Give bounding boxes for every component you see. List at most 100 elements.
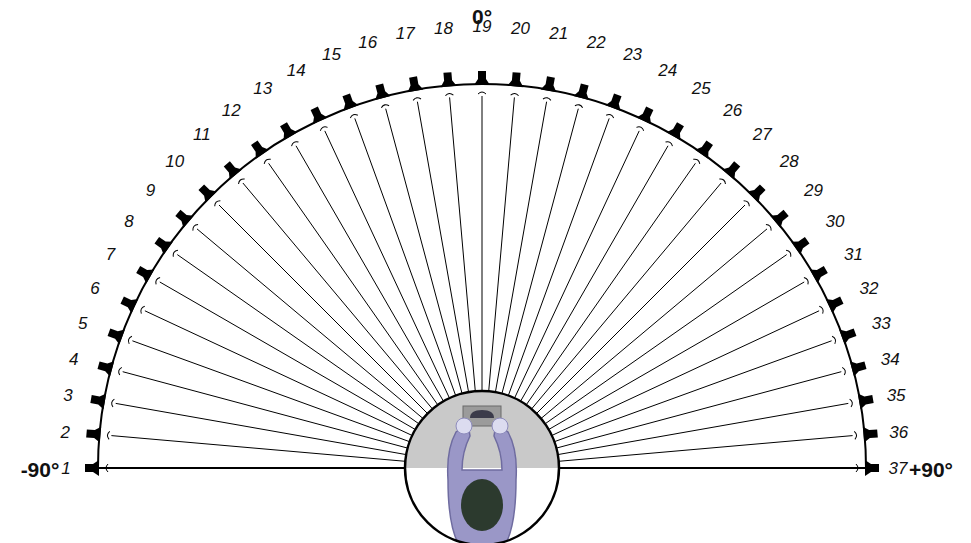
receiver-mark <box>719 177 726 184</box>
ray-line <box>521 146 669 401</box>
ray-line <box>549 282 805 430</box>
loudspeaker-symbol <box>248 138 274 166</box>
ray-line <box>111 436 405 462</box>
speaker-number: 14 <box>287 61 306 78</box>
loudspeaker-symbol <box>134 263 162 288</box>
loudspeaker-symbol <box>173 207 201 234</box>
receiver-mark <box>850 399 853 407</box>
speaker-number: 20 <box>511 19 530 36</box>
listener-area <box>405 391 559 543</box>
ray-line <box>515 131 640 398</box>
loudspeaker-symbol <box>439 72 457 96</box>
ray-line <box>116 403 407 454</box>
speaker-number: 24 <box>658 61 677 78</box>
loudspeaker-symbol <box>602 92 625 119</box>
ray-line <box>160 282 415 430</box>
receiver-mark <box>854 431 857 439</box>
receiver-mark <box>666 140 674 146</box>
loudspeaker-symbol <box>763 207 791 234</box>
ray-line <box>552 311 819 436</box>
speaker-number: 2 <box>61 423 70 440</box>
ray-lines <box>110 96 854 468</box>
loudspeaker-symbol <box>802 263 830 288</box>
ray-line <box>559 436 853 462</box>
loudspeaker-symbol <box>831 325 858 348</box>
ray-line <box>450 97 476 391</box>
speaker-number: 12 <box>222 101 241 118</box>
speaker-number: 32 <box>860 279 879 296</box>
speaker-number: 29 <box>804 181 823 198</box>
receiver-mark <box>511 93 519 96</box>
speaker-number: 16 <box>358 33 377 50</box>
loudspeaker-symbol <box>372 82 393 108</box>
loudspeaker-symbol <box>784 234 812 260</box>
speaker-number: 25 <box>692 80 711 97</box>
loudspeaker-symbol <box>90 391 115 411</box>
loudspeaker-symbol <box>96 358 122 379</box>
ray-line <box>123 372 408 448</box>
loudspeaker-symbol <box>152 234 180 260</box>
ray-line <box>386 109 462 394</box>
receiver-mark <box>744 199 751 206</box>
loudspeaker-symbol <box>507 72 525 96</box>
receiver-mark <box>381 104 389 108</box>
receiver-mark <box>575 104 583 108</box>
receiver-mark <box>106 464 108 472</box>
ray-line <box>219 205 428 414</box>
ray-line <box>296 146 444 401</box>
speaker-number: 22 <box>587 33 606 50</box>
receiver-mark <box>543 97 551 100</box>
receiver-mark <box>172 249 178 257</box>
ray-line <box>489 97 515 391</box>
ray-line <box>325 131 450 398</box>
ray-line <box>269 163 438 405</box>
speaker-number: 13 <box>253 80 272 97</box>
speaker-number: 21 <box>549 25 568 42</box>
ray-line <box>355 118 456 395</box>
ray-line <box>197 229 423 419</box>
loudspeaker-symbol <box>662 120 687 148</box>
ray-line <box>508 118 609 395</box>
receiver-mark <box>213 199 220 206</box>
receiver-mark <box>693 158 701 164</box>
receiver-mark <box>111 399 114 407</box>
receiver-mark <box>154 277 160 285</box>
speaker-number: 3 <box>63 387 72 404</box>
receiver-mark <box>118 367 122 375</box>
receiver-mark <box>319 126 327 131</box>
loudspeaker-symbol <box>277 120 302 148</box>
speaker-number: 35 <box>887 387 906 404</box>
loudspeaker-symbol <box>307 105 331 133</box>
receiver-mark <box>445 93 453 96</box>
speaker-number: 5 <box>78 314 87 331</box>
loudspeaker-symbol <box>633 105 657 133</box>
speaker-number: 19 <box>473 18 492 35</box>
ray-line <box>482 96 483 391</box>
receiver-mark <box>606 113 614 118</box>
speaker-number: 6 <box>90 279 99 296</box>
speaker-number: 1 <box>61 460 70 477</box>
loudspeaker-symbol <box>221 159 248 187</box>
loudspeaker-symbol <box>119 293 147 317</box>
speaker-number: 7 <box>106 245 115 262</box>
loudspeaker-symbol <box>849 391 874 411</box>
speaker-number: 23 <box>623 46 642 63</box>
receiver-mark <box>478 92 486 94</box>
speaker-symbols <box>85 71 879 476</box>
receiver-mark <box>636 126 644 131</box>
listener-figure <box>448 406 517 543</box>
loudspeaker-symbol <box>474 71 490 94</box>
loudspeaker-symbol <box>854 425 878 443</box>
ray-line <box>536 205 745 414</box>
speaker-number: 15 <box>322 46 341 63</box>
receiver-mark <box>832 336 837 344</box>
loudspeaker-symbol <box>339 92 362 119</box>
ray-line <box>502 109 578 394</box>
loudspeaker-symbol <box>690 138 716 166</box>
loudspeaker-symbol <box>818 293 846 317</box>
receiver-mark <box>291 140 299 146</box>
receiver-mark <box>140 305 145 313</box>
receiver-mark <box>413 97 421 100</box>
speaker-number: 34 <box>881 350 900 367</box>
